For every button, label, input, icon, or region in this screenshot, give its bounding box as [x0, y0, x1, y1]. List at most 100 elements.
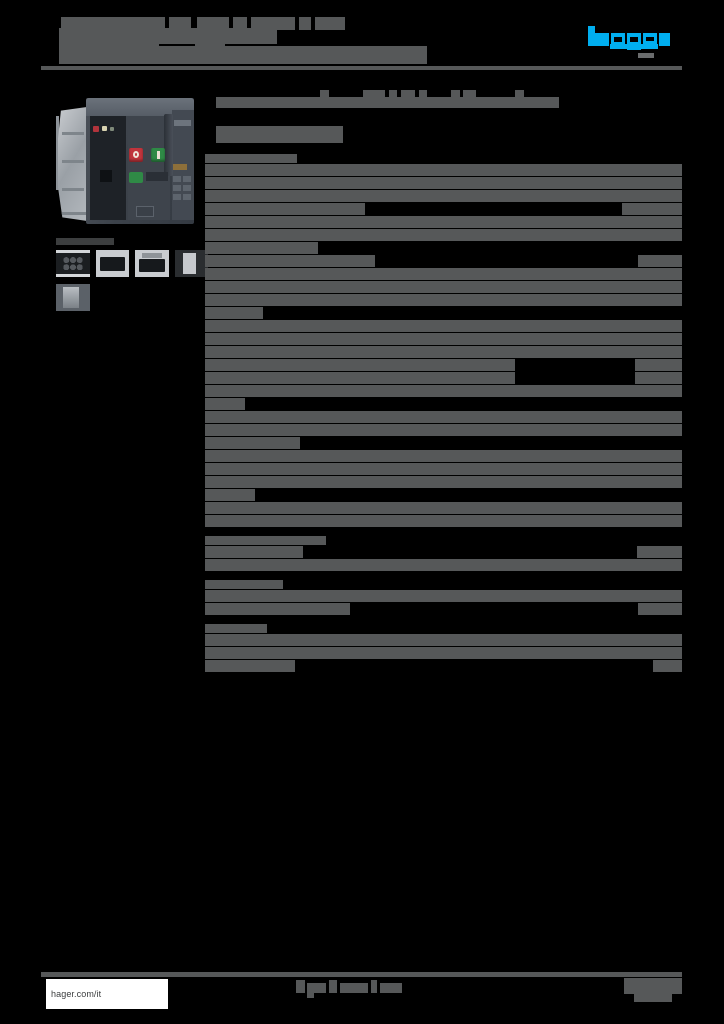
- table-row-label: [214, 268, 682, 280]
- table-row: [205, 333, 682, 345]
- bullet-icon: [205, 206, 211, 212]
- table-row-label: [205, 333, 682, 345]
- title-line-2: [59, 44, 159, 64]
- table-row-label: [205, 634, 682, 646]
- title-word-3: [197, 17, 229, 30]
- thumbnail-gallery: [56, 250, 208, 311]
- table-row-label: [214, 216, 682, 228]
- bullet-icon: [205, 663, 211, 669]
- table-row: [205, 229, 682, 241]
- table-row-label: [214, 489, 255, 501]
- table-row-gap: [255, 489, 682, 501]
- footer-center-text: [296, 980, 426, 998]
- title-word-2: [169, 17, 191, 30]
- indicator-led-green: [110, 127, 114, 131]
- footer-page-number: [624, 978, 682, 1004]
- bullet-icon: [205, 401, 211, 407]
- table-row: [205, 411, 682, 423]
- table-row: [205, 255, 682, 267]
- table-row: [205, 216, 682, 228]
- table-row-label: [205, 463, 682, 475]
- thumbnail-terminal-cover[interactable]: [135, 250, 169, 277]
- table-row-label: [205, 515, 682, 527]
- table-row-label: [214, 546, 300, 558]
- page-header: [41, 12, 682, 68]
- thumbnail-module[interactable]: [56, 284, 90, 311]
- thumbnail-contacts[interactable]: [56, 250, 90, 277]
- table-row: [205, 177, 682, 189]
- table-row-gap: [515, 359, 635, 371]
- table-row-label: [214, 242, 318, 254]
- table-row: [205, 359, 682, 371]
- table-row: [205, 603, 682, 615]
- breaker-keypad: [173, 176, 193, 202]
- table-row-label: [205, 281, 682, 293]
- table-row-label: [214, 229, 223, 241]
- table-row-label: [214, 359, 515, 371]
- thumbnail-row-2: [56, 284, 208, 311]
- table-row-label: [205, 294, 682, 306]
- product-hero-image[interactable]: [56, 88, 208, 245]
- table-row: [205, 346, 682, 358]
- table-row: [205, 320, 682, 332]
- bullet-icon: [205, 349, 211, 355]
- footer-website-link[interactable]: hager.com/it: [46, 979, 168, 1009]
- title-line-2-tail: [159, 46, 427, 64]
- table-row-label: [214, 203, 365, 215]
- table-row-label: [214, 346, 682, 358]
- table-row: [205, 489, 682, 501]
- bullet-icon: [205, 232, 211, 238]
- table-row: [205, 450, 682, 462]
- table-row-label: [205, 177, 682, 189]
- spec-section: [205, 536, 682, 571]
- status-button-green: [129, 172, 143, 183]
- table-row-label: [214, 590, 682, 602]
- thumbnail-terminal-block[interactable]: [95, 250, 129, 277]
- bullet-icon: [205, 271, 211, 277]
- page-subtitle: [216, 126, 343, 143]
- table-row-gap: [375, 255, 638, 267]
- footer-divider: [41, 972, 682, 977]
- table-row: [205, 546, 682, 558]
- table-row-label: [205, 320, 682, 332]
- bullet-icon: [205, 492, 211, 498]
- hager-logo[interactable]: [586, 24, 674, 54]
- bullet-icon: [205, 562, 211, 568]
- bullet-icon: [205, 310, 211, 316]
- bullet-icon: [205, 549, 211, 555]
- title-word-4: [233, 17, 247, 30]
- table-row: [205, 242, 682, 254]
- table-row-label: [205, 190, 682, 202]
- bullet-icon: [205, 440, 211, 446]
- spec-section: [205, 154, 682, 527]
- table-row: [205, 190, 682, 202]
- table-row: [205, 281, 682, 293]
- table-row-value: [205, 229, 682, 241]
- page-title: [205, 88, 682, 116]
- breaker-handle: [164, 114, 173, 176]
- specification-table: [205, 154, 682, 673]
- thumbnail-accessory[interactable]: [174, 250, 208, 277]
- table-row: [205, 372, 682, 384]
- bullet-icon: [205, 245, 211, 251]
- table-row-gap: [300, 437, 682, 449]
- table-row-label: [205, 411, 682, 423]
- table-row-label: [205, 424, 682, 436]
- breaker-top-cover: [86, 98, 194, 116]
- bullet-icon: [205, 219, 211, 225]
- indicator-led-yellow: [102, 126, 107, 131]
- table-row: [205, 164, 682, 176]
- table-row-label: [214, 398, 245, 410]
- table-row-gap: [295, 660, 653, 672]
- spec-section: [205, 624, 682, 672]
- table-row-gap: [303, 546, 637, 558]
- table-row: [205, 437, 682, 449]
- table-row-gap: [515, 372, 635, 384]
- title-word-7: [315, 17, 345, 30]
- breaker-badge: [173, 164, 187, 170]
- table-row-label: [205, 647, 682, 659]
- title-line-1: [59, 28, 277, 44]
- table-row: [205, 307, 682, 319]
- table-row-label: [205, 450, 682, 462]
